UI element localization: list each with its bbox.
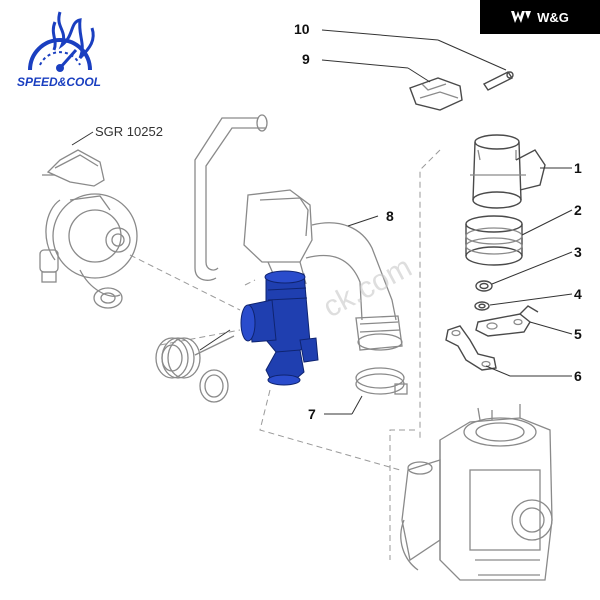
- callout-2: 2: [574, 202, 582, 218]
- nut: [475, 280, 493, 292]
- left-clamps: [155, 335, 235, 403]
- turbocharger: [39, 149, 138, 309]
- gasket: [445, 325, 497, 371]
- air-flow-meter: [470, 134, 546, 209]
- reference-label: SGR 10252: [95, 124, 163, 139]
- callout-8: 8: [386, 208, 394, 224]
- electrical-connector: [409, 77, 463, 111]
- callout-4: 4: [574, 286, 582, 302]
- brand-badge: W&G: [480, 0, 600, 34]
- callout-9: 9: [302, 51, 310, 67]
- watermark-text: ck.com: [318, 250, 417, 324]
- gauge-arc-icon: [28, 38, 92, 71]
- logo-text: SPEED&COOL: [17, 75, 101, 89]
- brand-mark-icon: [511, 11, 532, 23]
- highlighted-valve-housing: [240, 270, 319, 386]
- callout-7: 7: [308, 406, 316, 422]
- callout-3: 3: [574, 244, 582, 260]
- callout-5: 5: [574, 326, 582, 342]
- brand-badge-text: W&G: [537, 9, 569, 25]
- sensor-pin: [482, 71, 514, 91]
- callout-1: 1: [574, 160, 582, 176]
- hose-clamp: [355, 367, 408, 395]
- washer: [474, 301, 490, 311]
- callout-6: 6: [574, 368, 582, 384]
- gauge-needle-icon: [58, 49, 78, 69]
- speedcool-logo: SPEED&COOL: [17, 11, 101, 89]
- callout-10: 10: [294, 21, 310, 37]
- bracket: [475, 305, 539, 337]
- throttle-body: [400, 404, 553, 581]
- rubber-sleeve: [465, 215, 523, 266]
- breather-pipe: [194, 114, 268, 281]
